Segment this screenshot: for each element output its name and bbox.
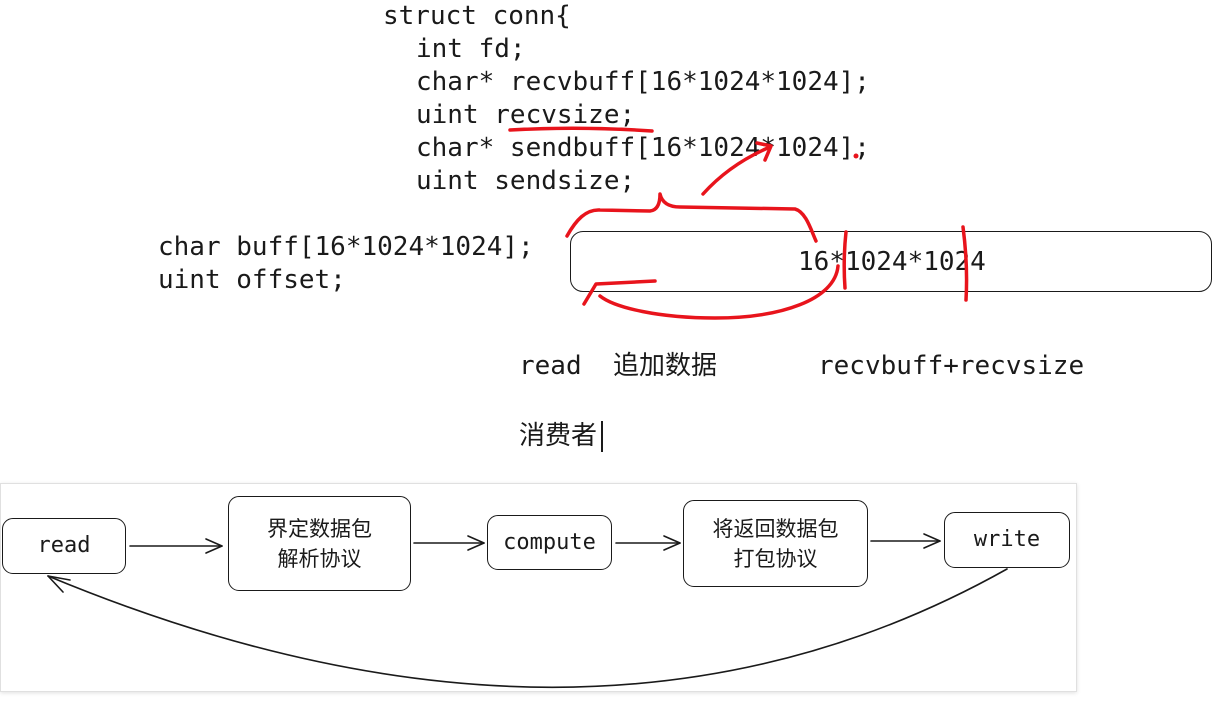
label-read: read (519, 351, 582, 381)
label-recvbuff-plus-recvsize: recvbuff+recvsize (818, 351, 1085, 381)
flow-node-write[interactable]: write (944, 512, 1070, 568)
buffer-bar[interactable]: 16*1024*1024 (570, 231, 1212, 292)
text-cursor (601, 421, 603, 452)
code-line-struct-open: struct conn{ (383, 1, 571, 31)
label-append-data: 追加数据 (613, 351, 718, 381)
label-consumer[interactable]: 消费者 (519, 421, 598, 451)
flow-node-compute[interactable]: compute (487, 515, 612, 570)
buffer-bar-label: 16*1024*1024 (798, 247, 986, 277)
code-line-recvbuff: char* recvbuff[16*1024*1024]; (416, 67, 870, 97)
code-line-buff: char buff[16*1024*1024]; (158, 232, 534, 262)
flow-node-write-label: write (973, 527, 1041, 552)
code-line-recvsize: uint recvsize; (416, 100, 636, 130)
flow-node-read-label: read (37, 533, 91, 558)
flow-node-pack-protocol[interactable]: 将返回数据包 打包协议 (683, 500, 868, 587)
flow-node-parse-protocol[interactable]: 界定数据包 解析协议 (228, 496, 411, 591)
flow-node-parse-line-1: 界定数据包 (267, 516, 372, 541)
flow-node-pack-line-1: 将返回数据包 (712, 516, 839, 541)
code-line-offset: uint offset; (158, 265, 346, 295)
code-line-sendbuff: char* sendbuff[16*1024*1024]; (416, 133, 870, 163)
code-line-fd: int fd; (416, 34, 526, 64)
code-line-sendsize: uint sendsize; (416, 166, 636, 196)
flow-node-read[interactable]: read (2, 518, 126, 574)
flow-node-parse-line-2: 解析协议 (277, 546, 362, 571)
flow-node-pack-line-2: 打包协议 (733, 546, 818, 571)
flow-node-compute-label: compute (503, 529, 596, 555)
